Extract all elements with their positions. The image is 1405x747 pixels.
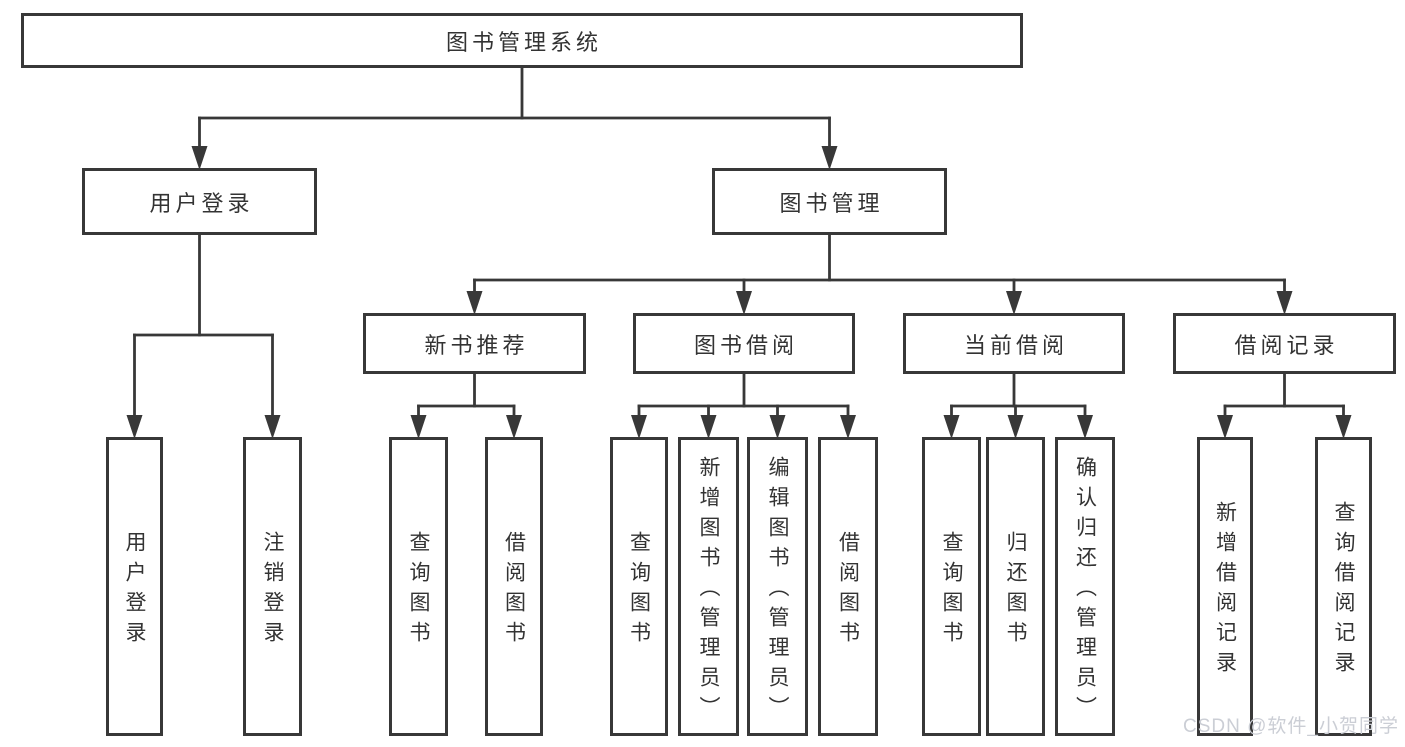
arrowhead [1077, 415, 1093, 439]
node-leaf-cb-query: 查询图书 [922, 437, 981, 736]
node-new-book-rec: 新书推荐 [363, 313, 586, 374]
node-label: 借阅图书 [836, 531, 860, 651]
node-label: 图书管理系统 [445, 29, 602, 55]
node-label: 查询借阅记录 [1332, 501, 1355, 681]
arrowhead [1217, 415, 1233, 439]
arrowhead [1006, 291, 1022, 315]
node-label: 新增借阅记录 [1213, 501, 1237, 681]
node-label: 用户登录 [123, 531, 146, 651]
node-leaf-cb-return: 归还图书 [986, 437, 1045, 736]
node-leaf-br-add: 新增借阅记录 [1197, 437, 1253, 736]
arrowhead [1276, 291, 1293, 315]
node-leaf-bb-borrow: 借阅图书 [818, 437, 878, 736]
arrowhead [191, 146, 208, 170]
node-root: 图书管理系统 [21, 13, 1023, 68]
watermark: CSDN @软件_小贺同学 [1183, 716, 1399, 737]
node-leaf-logout: 注销登录 [243, 437, 302, 736]
node-leaf-bb-edit: 编辑图书（管理员） [747, 437, 808, 736]
node-label: 归还图书 [1004, 531, 1027, 651]
node-label: 注销登录 [261, 531, 284, 651]
node-leaf-br-query: 查询借阅记录 [1315, 437, 1372, 736]
node-book-mgmt: 图书管理 [712, 168, 947, 235]
node-leaf-bb-add: 新增图书（管理员） [678, 437, 739, 736]
node-borrow-records: 借阅记录 [1173, 313, 1396, 374]
node-book-borrow: 图书借阅 [633, 313, 855, 374]
node-leaf-user-login: 用户登录 [106, 437, 163, 736]
node-leaf-cb-confirm: 确认归还（管理员） [1055, 437, 1115, 736]
node-label: 查询图书 [627, 531, 651, 651]
node-user-login: 用户登录 [82, 168, 317, 235]
node-label: 当前借阅 [963, 332, 1068, 358]
arrowhead [821, 146, 838, 170]
arrowhead [410, 415, 427, 439]
arrowhead [769, 415, 786, 439]
node-label: 确认归还（管理员） [1073, 456, 1097, 726]
node-label: 图书管理 [779, 190, 884, 216]
arrowhead [1335, 415, 1352, 439]
arrowhead [943, 415, 960, 439]
node-label: 新增图书（管理员） [697, 456, 720, 726]
arrowhead [466, 291, 483, 315]
arrowhead [506, 415, 522, 439]
arrowhead [126, 415, 143, 439]
node-label: 借阅记录 [1234, 332, 1339, 358]
node-label: 用户登录 [149, 190, 254, 216]
node-label: 图书借阅 [693, 332, 798, 358]
arrowhead [736, 291, 752, 315]
node-current-borrow: 当前借阅 [903, 313, 1125, 374]
arrowhead [264, 415, 281, 439]
arrowhead [700, 415, 717, 439]
node-label: 编辑图书（管理员） [766, 456, 789, 726]
node-leaf-bb-query: 查询图书 [610, 437, 668, 736]
arrowhead [840, 415, 856, 439]
arrowhead [631, 415, 647, 439]
node-label: 查询图书 [407, 531, 430, 651]
node-label: 新书推荐 [424, 332, 529, 358]
arrowhead [1007, 415, 1024, 439]
node-leaf-nb-query: 查询图书 [389, 437, 448, 736]
node-leaf-nb-borrow: 借阅图书 [485, 437, 543, 736]
node-label: 查询图书 [940, 531, 963, 651]
node-label: 借阅图书 [502, 531, 526, 651]
